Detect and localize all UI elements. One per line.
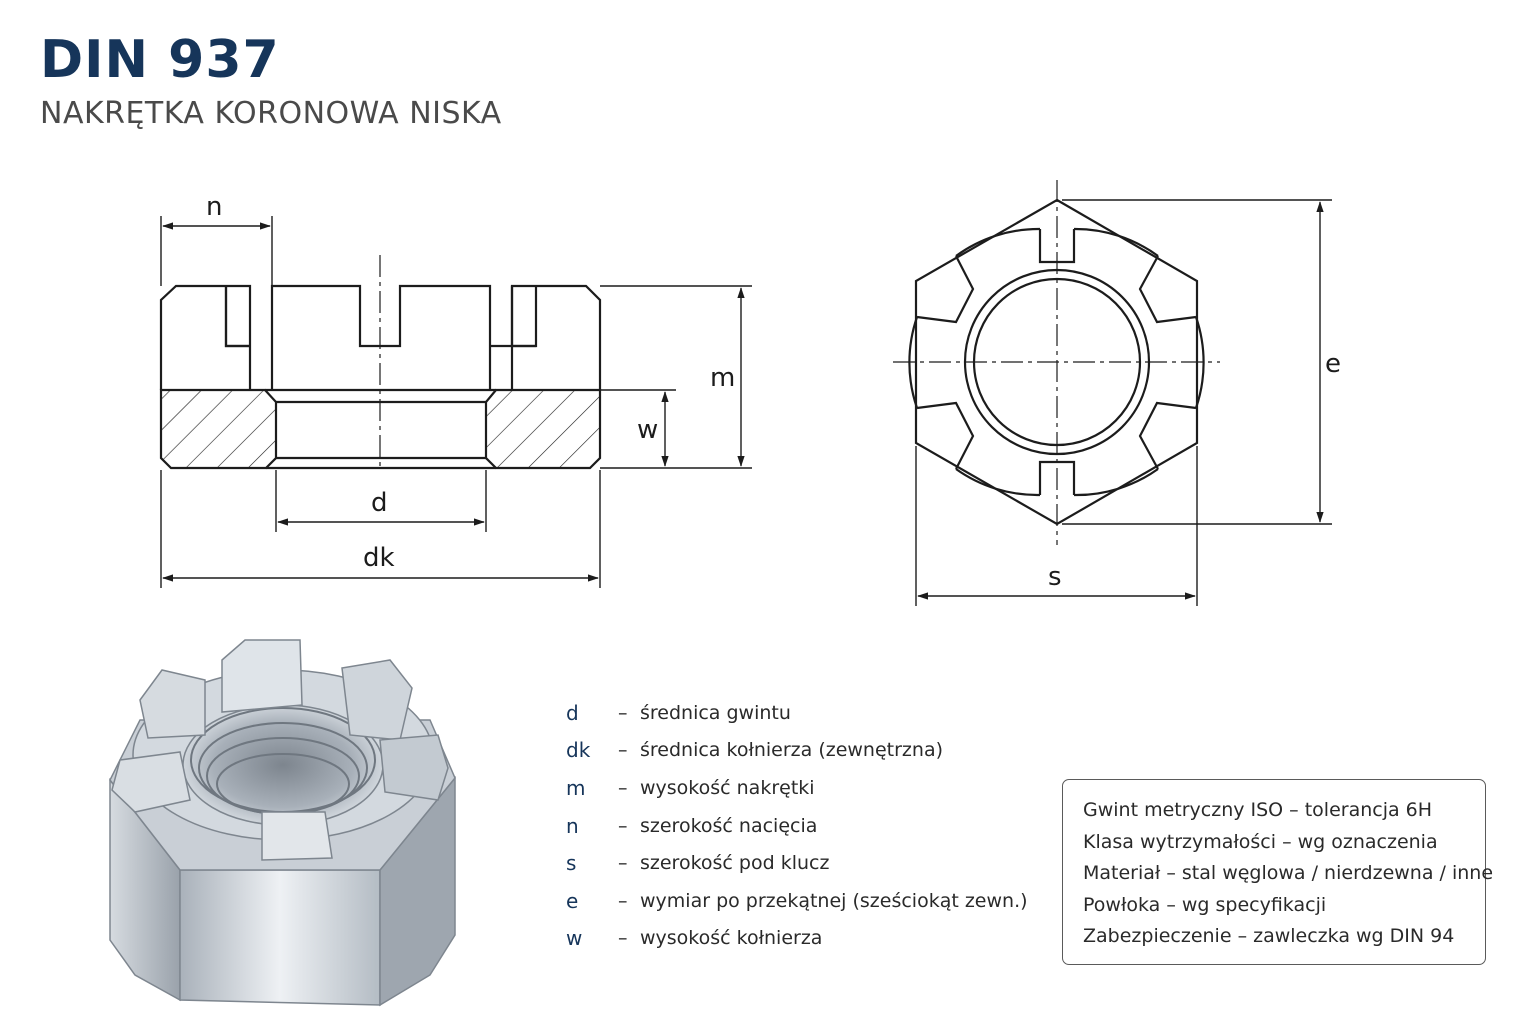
legend-text: wysokość kołnierza bbox=[640, 927, 823, 950]
dimension-legend: d–średnica gwintu dk–średnica kołnierza … bbox=[566, 694, 1028, 957]
legend-text: średnica gwintu bbox=[640, 701, 791, 724]
legend-symbol: e bbox=[566, 888, 579, 913]
dim-label-s: s bbox=[1048, 562, 1062, 592]
legend-row: s –szerokość pod klucz bbox=[566, 844, 1028, 882]
legend-symbol: w bbox=[566, 926, 583, 951]
flange-section-right bbox=[484, 388, 602, 470]
legend-row: e –wymiar po przekątnej (sześciokąt zewn.… bbox=[566, 882, 1028, 920]
specification-box: Gwint metryczny ISO – tolerancja 6H Klas… bbox=[1062, 779, 1494, 965]
thread-bore-section bbox=[265, 388, 496, 470]
dim-label-w: w bbox=[637, 415, 658, 445]
page-subtitle: NAKRĘTKA KORONOWA NISKA bbox=[40, 96, 502, 131]
dim-label-e: e bbox=[1325, 349, 1341, 379]
castle-nut-illustration bbox=[109, 639, 456, 1007]
spec-line: Materiał – stal węglowa / nierdzewna / i… bbox=[1083, 862, 1494, 884]
spec-line: Gwint metryczny ISO – tolerancja 6H bbox=[1083, 799, 1433, 821]
legend-text: wymiar po przekątnej (sześciokąt zewn.) bbox=[640, 889, 1028, 912]
legend-text: szerokość nacięcia bbox=[640, 814, 818, 837]
dim-label-n: n bbox=[206, 192, 222, 222]
spec-line: Klasa wytrzymałości – wg oznaczenia bbox=[1083, 830, 1438, 853]
top-view bbox=[893, 180, 1220, 545]
legend-dash: – bbox=[618, 814, 628, 837]
side-view-dimensions bbox=[160, 216, 752, 588]
legend-symbol: dk bbox=[566, 738, 591, 763]
legend-symbol: n bbox=[566, 813, 579, 838]
flange-section-left bbox=[159, 388, 278, 470]
legend-row: m –wysokość nakrętki bbox=[566, 769, 1028, 807]
legend-dash: – bbox=[618, 739, 628, 762]
spec-line: Powłoka – wg specyfikacji bbox=[1083, 893, 1327, 916]
legend-symbol: s bbox=[566, 851, 577, 876]
side-section-view bbox=[159, 255, 602, 470]
legend-dash: – bbox=[618, 701, 628, 724]
legend-row: dk –średnica kołnierza (zewnętrzna) bbox=[566, 732, 1028, 770]
page-title: DIN 937 bbox=[40, 30, 280, 90]
legend-text: wysokość nakrętki bbox=[640, 776, 815, 799]
legend-dash: – bbox=[618, 927, 628, 950]
legend-symbol: d bbox=[566, 700, 579, 725]
dim-label-m: m bbox=[710, 363, 735, 393]
legend-dash: – bbox=[618, 852, 628, 875]
legend-row: d –średnica gwintu bbox=[566, 694, 1028, 732]
legend-dash: – bbox=[618, 889, 628, 912]
legend-symbol: m bbox=[566, 775, 586, 800]
legend-row: n –szerokość nacięcia bbox=[566, 807, 1028, 845]
top-view-dimensions bbox=[915, 199, 1332, 606]
dim-label-d: d bbox=[371, 488, 388, 518]
dim-label-dk: dk bbox=[363, 543, 395, 573]
spec-line: Zabezpieczenie – zawleczka wg DIN 94 bbox=[1083, 925, 1455, 947]
legend-text: szerokość pod klucz bbox=[640, 852, 830, 875]
legend-dash: – bbox=[618, 776, 628, 799]
legend-row: w –wysokość kołnierza bbox=[566, 920, 1028, 958]
legend-text: średnica kołnierza (zewnętrzna) bbox=[640, 739, 943, 762]
